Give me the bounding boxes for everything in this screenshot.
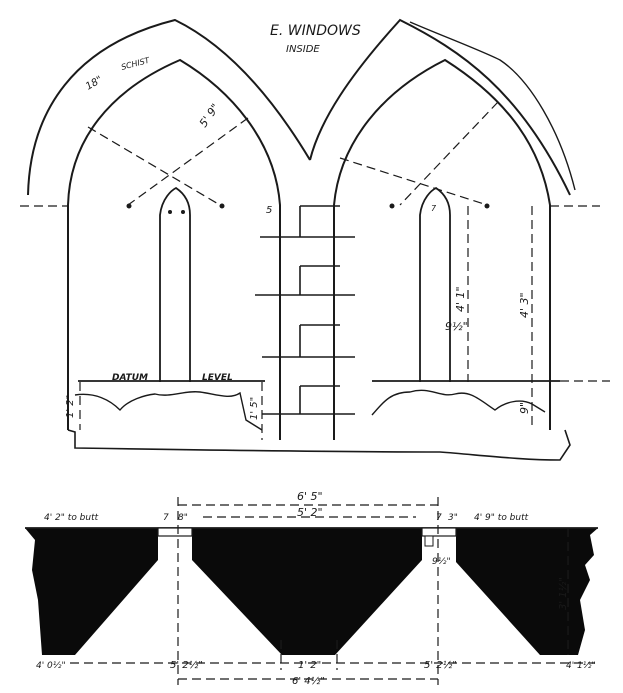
- arch-thickness-note: 18": [84, 74, 105, 92]
- total-height-label: 4' 3": [518, 292, 531, 318]
- opening-width-label: 9½": [445, 320, 468, 333]
- plan-view: 6' 5" 5' 2" 4' 2" to butt 7 8" 7 3" 4' 9…: [25, 490, 598, 687]
- right-small-dot-label: 7: [431, 204, 437, 213]
- left-splay-b: 8": [178, 513, 188, 523]
- left-outer-arch: [27, 18, 311, 196]
- left-diagonal-a: [87, 126, 221, 206]
- left-outer-arch-rough: [409, 21, 576, 191]
- bottom-mid-label: 1' 2": [298, 660, 321, 671]
- left-splay-small: 7: [163, 513, 169, 523]
- bottom-right-label: 4' 1½": [566, 661, 596, 671]
- right-depth-label: 3' 1½": [557, 577, 569, 610]
- left-center-dot-a: [126, 203, 132, 209]
- right-center-dot-b: [484, 203, 490, 209]
- left-mullion: [157, 527, 193, 537]
- left-small-dot-a: [168, 210, 172, 214]
- right-splay-small: 7: [436, 513, 442, 523]
- left-small-dot-b: [181, 210, 185, 214]
- left-butt-note: 4' 2" to butt: [44, 513, 99, 523]
- right-outer-arch: [309, 18, 571, 196]
- right-light-opening: [419, 186, 451, 382]
- right-diagonal-a: [399, 101, 499, 206]
- ground-line: [67, 429, 571, 461]
- opening-height-label: 4' 1": [454, 286, 467, 312]
- left-inner-arch: [67, 58, 281, 440]
- right-mullion: [421, 527, 457, 537]
- plan-wall-left: [25, 528, 158, 655]
- overall-top-label: 6' 5": [297, 490, 323, 503]
- bottom-left-label: 4' 0½": [36, 661, 66, 671]
- elevation-view: E. WINDOWS INSIDE 5' 9" 18" SCHIST 5 7: [20, 18, 610, 461]
- left-span-dimension: 5' 9": [197, 101, 222, 129]
- bottom-seg2-label: 5' 2½": [424, 659, 457, 671]
- plan-wall-right: [456, 528, 598, 655]
- inner-top-label: 5' 2": [297, 506, 323, 519]
- arch-material-note: SCHIST: [120, 55, 151, 71]
- left-diagonal-b: [127, 117, 249, 206]
- left-center-dot-b: [219, 203, 225, 209]
- elevation-subtitle: INSIDE: [286, 44, 320, 55]
- plan-wall-center: [192, 528, 422, 655]
- right-drop-label: 9": [518, 402, 531, 414]
- left-sill-depth-label: 1' 5": [249, 397, 260, 420]
- small-span-dimension: 5: [266, 205, 272, 216]
- right-glazing-bar: [424, 535, 434, 547]
- masonry-pier: [255, 205, 355, 415]
- right-butt-note: 4' 9" to butt: [474, 513, 529, 523]
- right-rubble-line: [371, 389, 546, 416]
- elevation-title: E. WINDOWS: [270, 23, 361, 39]
- left-light-opening: [159, 186, 191, 382]
- right-diagonal-b: [339, 157, 485, 205]
- overall-bottom-label: 6' 4½": [292, 675, 325, 687]
- right-center-dot-a: [389, 203, 395, 209]
- bottom-seg1-label: 5' 2½": [170, 659, 203, 671]
- right-splay-b: 3": [448, 513, 458, 523]
- level-label: LEVEL: [202, 373, 233, 383]
- right-jamb-label: 9½": [432, 557, 451, 567]
- datum-label: DATUM: [112, 373, 148, 383]
- left-rubble-line: [74, 390, 263, 431]
- right-inner-arch: [333, 58, 551, 440]
- left-drop-label: 1' 2": [65, 395, 76, 418]
